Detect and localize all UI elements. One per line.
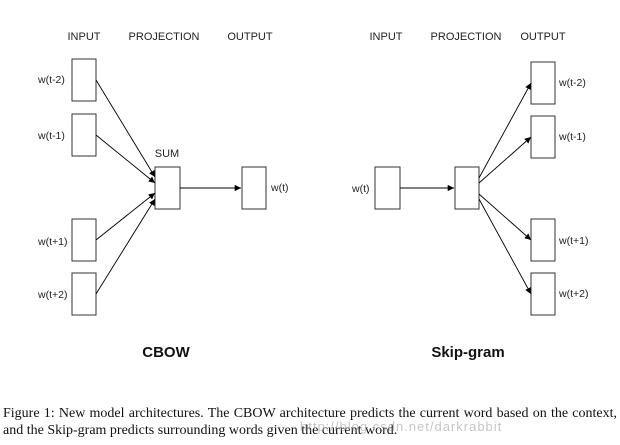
cbow-output-label: w(t) — [270, 182, 289, 194]
skipgram-arrow — [478, 198, 532, 295]
cbow-input-header: INPUT — [68, 31, 101, 43]
skipgram-output-label: w(t-2) — [558, 77, 586, 89]
cbow-input-node — [71, 113, 97, 157]
cbow-input-node — [71, 218, 97, 262]
skipgram-input-node — [374, 166, 401, 210]
skipgram-output-node — [530, 218, 556, 262]
skipgram-input-header: INPUT — [370, 31, 403, 43]
skipgram-output-label: w(t+2) — [558, 288, 588, 300]
cbow-input-node — [71, 58, 97, 102]
skipgram-projection-header: PROJECTION — [431, 31, 502, 43]
skipgram-output-header: OUTPUT — [520, 31, 566, 43]
cbow-input-label: w(t-2) — [37, 74, 65, 86]
skipgram-diagram: INPUT PROJECTION OUTPUT w(t) w(t-2) w(t-… — [351, 31, 588, 361]
cbow-sum-label: SUM — [155, 148, 179, 160]
skipgram-output-label: w(t-1) — [558, 131, 586, 143]
cbow-output-header: OUTPUT — [227, 31, 273, 43]
cbow-arrow — [95, 79, 156, 178]
cbow-input-node — [71, 272, 97, 316]
skipgram-arrow — [478, 193, 532, 241]
cbow-arrow — [95, 192, 156, 241]
skipgram-output-node — [530, 272, 556, 316]
cbow-arrow — [95, 198, 156, 295]
skipgram-title: Skip-gram — [431, 344, 504, 361]
cbow-arrow — [95, 134, 156, 184]
skipgram-output-node — [530, 61, 556, 105]
cbow-output-node — [241, 166, 267, 210]
skipgram-output-node — [530, 115, 556, 159]
cbow-title: CBOW — [142, 344, 190, 361]
skipgram-projection-node — [454, 166, 480, 210]
cbow-input-label: w(t-1) — [37, 130, 65, 142]
skipgram-arrow — [478, 82, 532, 179]
watermark-text: http://blog.csdn.net/darkrabbit — [300, 419, 503, 434]
cbow-projection-header: PROJECTION — [129, 31, 200, 43]
figure-caption: Figure 1: New model architectures. The C… — [3, 406, 617, 438]
cbow-input-label: w(t+2) — [37, 289, 67, 301]
cbow-projection-node — [154, 166, 181, 210]
skipgram-arrow — [478, 136, 532, 184]
cbow-diagram: INPUT PROJECTION OUTPUT w(t-2) w(t-1) w(… — [37, 31, 289, 361]
skipgram-output-label: w(t+1) — [558, 235, 588, 247]
skipgram-input-label: w(t) — [351, 183, 370, 195]
cbow-input-label: w(t+1) — [37, 236, 67, 248]
